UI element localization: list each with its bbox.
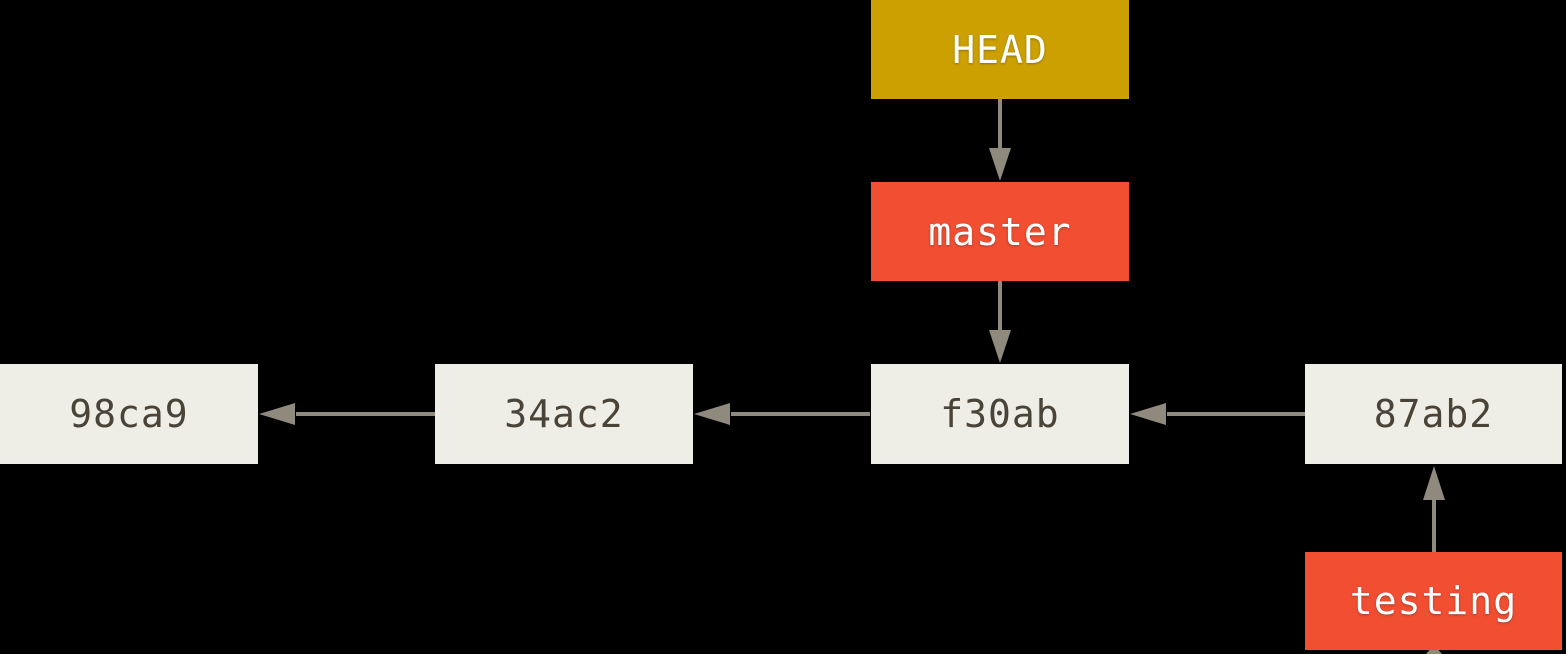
arrow-master-to-f30ab <box>989 281 1011 363</box>
commit-box-f30ab: f30ab <box>871 364 1129 464</box>
commit-box-87ab2: 87ab2 <box>1305 364 1562 464</box>
arrow-head-to-master <box>989 99 1011 181</box>
arrow-testing-to-87ab2 <box>1423 466 1445 552</box>
branch-box-testing: testing <box>1305 552 1562 650</box>
branch-box-master: master <box>871 182 1129 281</box>
arrow-f30ab-to-34ac2 <box>694 403 870 425</box>
head-pointer-box: HEAD <box>871 0 1129 99</box>
arrow-34ac2-to-98ca9 <box>259 403 435 425</box>
commit-box-98ca9: 98ca9 <box>0 364 258 464</box>
commit-box-34ac2: 34ac2 <box>435 364 693 464</box>
arrow-87ab2-to-f30ab <box>1130 403 1305 425</box>
